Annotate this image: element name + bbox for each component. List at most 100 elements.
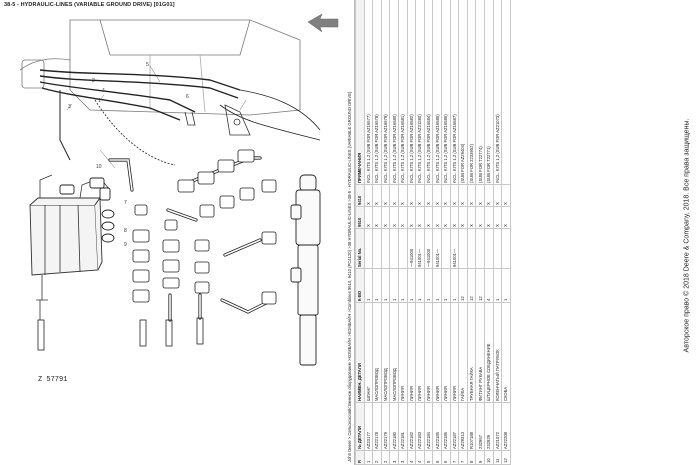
table-cell[interactable]: AZ22183 xyxy=(415,402,425,451)
callout-label: 6 xyxy=(186,94,189,100)
table-cell: 1 xyxy=(407,268,416,303)
table-cell: X xyxy=(484,206,493,229)
table-cell: 12 xyxy=(501,450,511,465)
table-cell[interactable]: R107188 xyxy=(467,402,476,451)
table-cell: КОЛЕНЧАТЫЙ ПАТРУБОК xyxy=(493,302,502,403)
table-cell[interactable]: AZ22186 xyxy=(441,402,451,451)
table-cell[interactable]: AZ22178 xyxy=(372,402,382,451)
table-cell: X xyxy=(432,184,442,207)
callout-label: 10 xyxy=(96,164,102,170)
table-cell xyxy=(372,228,382,269)
breadcrumb[interactable]: John Deere > Сельскохозяйственное оборуд… xyxy=(345,0,355,465)
table-cell: 1 xyxy=(493,268,502,303)
callout-label: 3 xyxy=(68,104,71,110)
table-cell: INCL. KITS 1,2 (SUB FOR AZ16584) xyxy=(424,0,433,185)
table-cell[interactable]: AZ22180 xyxy=(389,402,399,451)
table-cell[interactable]: AZ22208 xyxy=(501,402,511,451)
table-cell: 1 xyxy=(432,268,442,303)
table-cell: X xyxy=(398,206,408,229)
table-cell[interactable]: 232957 xyxy=(475,402,485,451)
table-cell: X xyxy=(407,184,416,207)
table-cell[interactable]: AZ22187 xyxy=(450,402,459,451)
table-cell: 941001— xyxy=(432,228,442,269)
table-cell: МАСЛОПРОВОД xyxy=(372,302,382,403)
table-cell: X xyxy=(372,184,382,207)
table-cell: (SUB FOR AZ29404) xyxy=(458,0,468,185)
table-cell: 7 xyxy=(450,450,459,465)
table-cell[interactable]: AZ22179 xyxy=(381,402,390,451)
table-cell[interactable]: AZ29313 xyxy=(458,402,468,451)
table-cell: ТРУБНАЯ ГАЙКА xyxy=(467,302,476,403)
table-cell: ГАЙКА xyxy=(458,302,468,403)
table-cell: X xyxy=(441,184,451,207)
table-cell: INCL. KITS 1,2 (SUB FOR AZ16587) xyxy=(450,0,459,185)
table-cell[interactable]: AZ22185 xyxy=(432,402,442,451)
column-header: НАИМЕН. ДЕТАЛИ xyxy=(355,302,365,403)
table-cell: X xyxy=(458,206,468,229)
table-cell xyxy=(389,228,399,269)
table-cell: 5 xyxy=(424,450,433,465)
table-cell: INCL. KITS 1,2 (SUB FOR AZ21280) xyxy=(415,0,425,185)
table-cell: X xyxy=(450,184,459,207)
column-header: 9410 xyxy=(355,184,365,207)
table-cell[interactable]: AZ22181 xyxy=(398,402,408,451)
table-cell: 12 xyxy=(475,268,485,303)
table-cell xyxy=(501,228,511,269)
table-cell: 1 xyxy=(364,268,373,303)
table-cell: 1 xyxy=(424,268,433,303)
table-cell: ЛИНИЯ xyxy=(441,302,451,403)
table-cell: 5 xyxy=(432,450,442,465)
table-cell: ЛИНИЯ xyxy=(407,302,416,403)
table-cell: —941000 xyxy=(407,228,416,269)
table-cell: X xyxy=(441,206,451,229)
table-cell: X xyxy=(467,206,476,229)
figure-id: Z 57791 xyxy=(38,376,68,384)
table-cell: X xyxy=(475,206,485,229)
table-cell: 4 xyxy=(407,450,416,465)
table-cell[interactable]: AZ23177 xyxy=(364,402,373,451)
table-cell xyxy=(475,228,485,269)
table-cell: X xyxy=(364,206,373,229)
column-header: Serial No. xyxy=(355,228,365,269)
hydraulic-lines-diagram: 1 2 3 4 5 6 7 8 9 10 xyxy=(19,13,339,366)
table-cell: X xyxy=(467,184,476,207)
table-cell[interactable]: AZ22182 xyxy=(407,402,416,451)
table-cell: СКОБА xyxy=(501,302,511,403)
table-cell: МАСЛОПРОВОД xyxy=(381,302,390,403)
table-cell: 1 xyxy=(398,268,408,303)
table-cell: X xyxy=(389,184,399,207)
table-cell: 1 xyxy=(364,450,373,465)
table-cell: 4 xyxy=(415,450,425,465)
table-cell[interactable]: AZ21072 xyxy=(493,402,502,451)
table-cell[interactable]: AZ22184 xyxy=(424,402,433,451)
nav-arrow-icon[interactable] xyxy=(307,13,339,33)
table-cell: X xyxy=(381,206,390,229)
table-cell: (SUB FOR T22771) xyxy=(484,0,493,185)
column-header: Р. xyxy=(355,450,365,465)
table-cell: 7 xyxy=(458,450,468,465)
table-cell: ЛИНИЯ xyxy=(450,302,459,403)
table-cell[interactable]: 232929 xyxy=(484,402,493,451)
table-cell: (SUB FOR T22774) xyxy=(475,0,485,185)
table-cell: ЛИНИЯ xyxy=(432,302,442,403)
table-cell: INCL. KITS 1,2 (SUB FOR AZ16581) xyxy=(398,0,408,185)
table-cell: ЛИНИЯ xyxy=(415,302,425,403)
